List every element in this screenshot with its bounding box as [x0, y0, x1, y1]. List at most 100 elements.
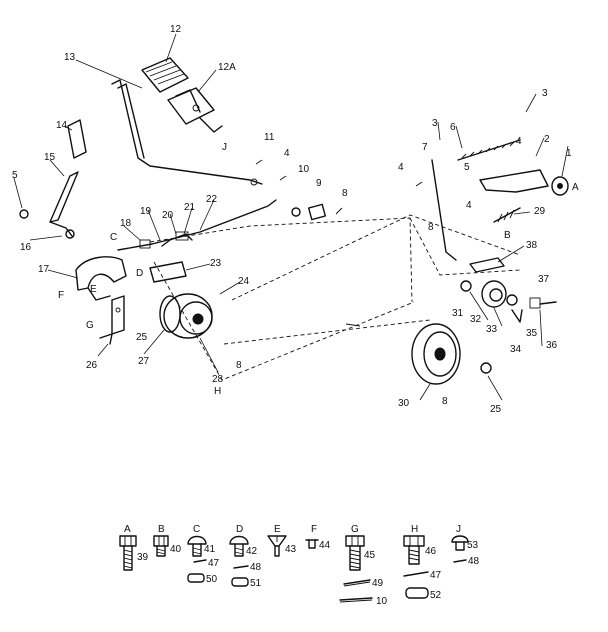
key-part-43: 43	[285, 544, 297, 555]
callout-23: 23	[210, 258, 222, 269]
clutch-pulley	[159, 293, 213, 339]
key-part-52: 52	[430, 590, 442, 601]
hex-bolt-icon	[153, 535, 169, 557]
callout-19: 19	[140, 206, 152, 217]
nut-icon	[405, 587, 429, 599]
ref-letter-C: C	[110, 232, 117, 243]
callout-34: 34	[510, 344, 522, 355]
callout-32: 32	[470, 314, 482, 325]
key-part-44: 44	[319, 540, 331, 551]
callout-18: 18	[120, 218, 132, 229]
linkage-rod	[117, 199, 277, 251]
callout-labels: 1 2 3 3 4 4 4 4 5 5 6 7 8 8 8 8 9 10 11 …	[12, 24, 572, 415]
callout-6: 6	[450, 122, 456, 133]
callout-8: 8	[428, 222, 434, 233]
ref-letter-J: J	[222, 142, 227, 153]
callout-12A: 12A	[218, 62, 236, 73]
callout-20: 20	[162, 210, 174, 221]
ref-letter-B: B	[504, 230, 511, 241]
nut-icon	[231, 577, 249, 587]
callout-28: 28	[212, 374, 224, 385]
carriage-bolt-icon	[229, 535, 249, 557]
ref-letter-H: H	[214, 386, 221, 397]
callout-9: 9	[316, 178, 322, 189]
callout-33: 33	[486, 324, 498, 335]
rivet-icon	[305, 539, 319, 549]
hex-bolt-icon	[403, 535, 425, 565]
callout-22: 22	[206, 194, 218, 205]
key-letter-F: F	[311, 524, 317, 535]
hex-bolt-icon	[119, 535, 137, 571]
small-parts	[255, 159, 423, 221]
callout-3: 3	[432, 118, 438, 129]
callout-14: 14	[56, 120, 68, 131]
callout-4: 4	[284, 148, 290, 159]
washer-icon	[453, 559, 467, 563]
ref-letter-D: D	[136, 268, 143, 279]
callout-36: 36	[546, 340, 558, 351]
callout-1: 1	[566, 148, 572, 159]
idler-assembly	[460, 257, 557, 323]
ref-letter-E: E	[90, 284, 97, 295]
callout-5: 5	[464, 162, 470, 173]
key-part-51: 51	[250, 578, 262, 589]
key-letter-A: A	[124, 524, 131, 535]
key-part-46: 46	[425, 546, 437, 557]
callout-24: 24	[238, 276, 250, 287]
callout-5: 5	[12, 170, 18, 181]
key-part-47: 47	[208, 558, 220, 569]
callout-8: 8	[442, 396, 448, 407]
callout-27: 27	[138, 356, 150, 367]
key-part-39: 39	[137, 552, 149, 563]
callout-7: 7	[422, 142, 428, 153]
reference-letters: A B C D E F G H J	[58, 142, 579, 397]
key-part-47: 47	[430, 570, 442, 581]
key-letter-E: E	[274, 524, 281, 535]
callout-4: 4	[398, 162, 404, 173]
drive-pulley-30	[345, 323, 492, 385]
key-part-10: 10	[376, 596, 388, 607]
key-part-48: 48	[250, 562, 262, 573]
key-part-50: 50	[206, 574, 218, 585]
nut-icon	[187, 573, 205, 583]
key-part-53: 53	[467, 540, 479, 551]
callout-37: 37	[538, 274, 550, 285]
callout-4: 4	[516, 136, 522, 147]
callout-3: 3	[542, 88, 548, 99]
callout-21: 21	[184, 202, 196, 213]
key-part-41: 41	[204, 544, 216, 555]
callout-38: 38	[526, 240, 538, 251]
frame-outline	[149, 214, 521, 381]
callout-26: 26	[86, 360, 98, 371]
key-letter-H: H	[411, 524, 418, 535]
hex-bolt-icon	[345, 535, 365, 571]
washer-icon	[233, 565, 249, 569]
flat-screw-icon	[267, 535, 287, 557]
lever-arm	[19, 119, 87, 239]
key-part-45: 45	[364, 550, 376, 561]
ref-letter-A: A	[572, 182, 579, 193]
callout-17: 17	[38, 264, 50, 275]
spring-arm-assembly	[431, 139, 569, 261]
key-letter-D: D	[236, 524, 243, 535]
pin-icon	[339, 597, 373, 603]
key-part-42: 42	[246, 546, 258, 557]
ref-letter-G: G	[86, 320, 94, 331]
pedal-assembly	[111, 57, 263, 186]
key-letter-J: J	[456, 524, 461, 535]
carriage-bolt-icon	[451, 535, 469, 551]
leader-lines	[13, 33, 569, 401]
callout-30: 30	[398, 398, 410, 409]
callout-12: 12	[170, 24, 182, 35]
bracket-17	[75, 256, 127, 301]
callout-31: 31	[452, 308, 464, 319]
callout-15: 15	[44, 152, 56, 163]
callout-4: 4	[466, 200, 472, 211]
callout-8: 8	[342, 188, 348, 199]
washer-icon	[193, 559, 207, 563]
callout-8: 8	[236, 360, 242, 371]
hardware-key: A 39 B 40 C 41 47 5	[119, 524, 480, 607]
callout-25: 25	[490, 404, 502, 415]
key-part-40: 40	[170, 544, 182, 555]
